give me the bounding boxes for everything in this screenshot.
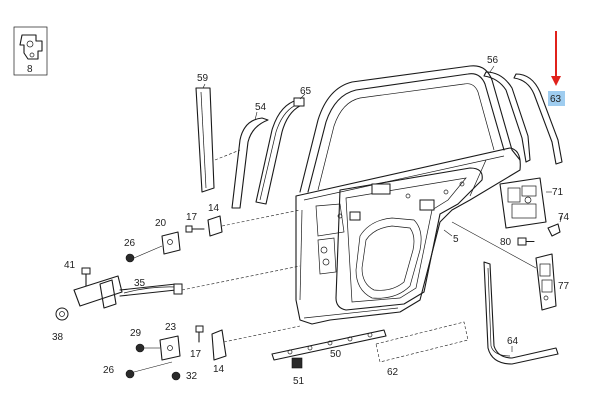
highlight-63 bbox=[548, 91, 565, 106]
check-strap-group[interactable]: 41 35 38 bbox=[52, 260, 301, 343]
label-26a: 26 bbox=[124, 238, 136, 249]
label-54: 54 bbox=[255, 102, 267, 113]
label-41: 41 bbox=[64, 260, 76, 271]
label-20: 20 bbox=[155, 218, 167, 229]
lower-hinge-group[interactable]: 29 23 17 14 26 32 bbox=[103, 322, 301, 382]
part-54-trim[interactable]: 54 bbox=[214, 102, 269, 209]
label-26b: 26 bbox=[103, 365, 115, 376]
part-65-channel[interactable]: 65 bbox=[255, 86, 312, 205]
label-64: 64 bbox=[507, 336, 519, 347]
label-5: 5 bbox=[453, 234, 459, 245]
label-56: 56 bbox=[487, 55, 499, 66]
label-51: 51 bbox=[293, 376, 305, 387]
label-59: 59 bbox=[197, 73, 209, 84]
part-71-lock-module[interactable]: 71 bbox=[499, 177, 564, 229]
label-35: 35 bbox=[134, 278, 146, 289]
label-77: 77 bbox=[558, 281, 570, 292]
label-50: 50 bbox=[330, 349, 342, 360]
label-65: 65 bbox=[300, 86, 312, 97]
part-74-clip[interactable]: 74 bbox=[547, 212, 570, 237]
part-51-fastener[interactable]: 51 bbox=[291, 357, 305, 387]
part-63-seal-strip[interactable]: 63 bbox=[513, 73, 565, 165]
label-23: 23 bbox=[165, 322, 177, 333]
red-arrow-icon bbox=[551, 31, 561, 86]
part-56-seal[interactable]: 56 bbox=[483, 55, 531, 163]
part-64-lower-seal[interactable]: 64 bbox=[483, 261, 559, 365]
part-77-latch[interactable]: 77 bbox=[535, 253, 570, 311]
label-14b: 14 bbox=[213, 364, 225, 375]
label-38: 38 bbox=[52, 332, 64, 343]
label-8: 8 bbox=[27, 64, 33, 75]
label-62: 62 bbox=[387, 367, 399, 378]
label-32: 32 bbox=[186, 371, 198, 382]
label-74: 74 bbox=[558, 212, 570, 223]
upper-hinge-group[interactable]: 20 26 17 14 bbox=[124, 203, 301, 263]
label-17a: 17 bbox=[186, 212, 198, 223]
part-8-bracket[interactable]: 8 bbox=[13, 26, 48, 76]
part-5-door-frame[interactable]: 5 bbox=[295, 65, 521, 325]
label-29: 29 bbox=[130, 328, 142, 339]
label-14a: 14 bbox=[208, 203, 220, 214]
part-50-rail[interactable]: 50 bbox=[271, 329, 387, 361]
part-80-screw[interactable]: 80 bbox=[500, 237, 535, 248]
label-80: 80 bbox=[500, 237, 512, 248]
part-62-lower-strip[interactable]: 62 bbox=[375, 321, 469, 378]
label-17b: 17 bbox=[190, 349, 202, 360]
part-59-strip[interactable]: 59 bbox=[195, 73, 215, 193]
label-71: 71 bbox=[552, 187, 564, 198]
label-63: 63 bbox=[550, 94, 562, 105]
